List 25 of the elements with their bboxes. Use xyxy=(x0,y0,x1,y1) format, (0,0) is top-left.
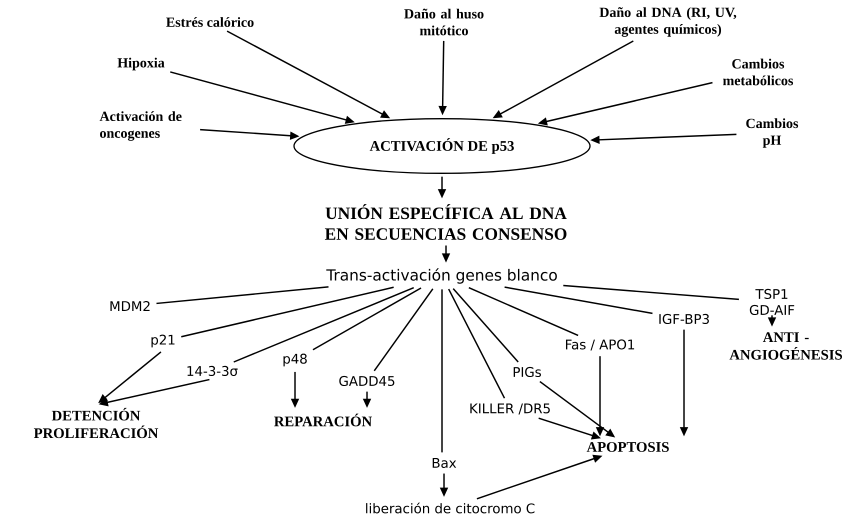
node-label: KILLER /DR5 xyxy=(470,404,550,414)
node-label: 14-3-3σ xyxy=(187,366,238,376)
node-label: Activación de oncogenes xyxy=(100,111,182,141)
node-label: APOPTOSIS xyxy=(586,442,669,452)
node-label: TSP1 GD-AIF xyxy=(750,288,794,316)
node-label: MDM2 xyxy=(110,301,150,311)
node-label: GADD45 xyxy=(339,376,394,386)
node-label: ANTI - ANGIOGÉNESIS xyxy=(730,332,842,360)
node-label: liberación de citocromo C xyxy=(366,502,534,514)
node-label: Bax xyxy=(432,458,456,468)
node-label: Fas / APO1 xyxy=(566,339,634,351)
node-label: REPARACIÓN xyxy=(274,414,372,426)
node-label: Estrés calórico xyxy=(166,17,254,27)
node-label: IGF-BP3 xyxy=(659,314,709,324)
node-label: Cambios pH xyxy=(746,118,798,148)
node-label: PIGs xyxy=(514,366,541,378)
node-label: Trans-activación genes blanco xyxy=(326,268,557,284)
node-label: p48 xyxy=(284,354,307,366)
node-label: DETENCIÓN PROLIFERACIÓN xyxy=(34,408,158,438)
node-label: Hipoxia xyxy=(118,58,165,70)
node-label: UNIÓN ESPECÍFICA AL DNA EN SECUENCIAS CONSENSO xyxy=(324,204,567,240)
node-label: p21 xyxy=(152,334,174,348)
node-label: Daño al huso mitótico xyxy=(404,8,484,36)
node-label: Cambios metabólicos xyxy=(723,58,794,86)
node-label: Daño al DNA (RI, UV, agentes químicos) xyxy=(600,7,736,37)
